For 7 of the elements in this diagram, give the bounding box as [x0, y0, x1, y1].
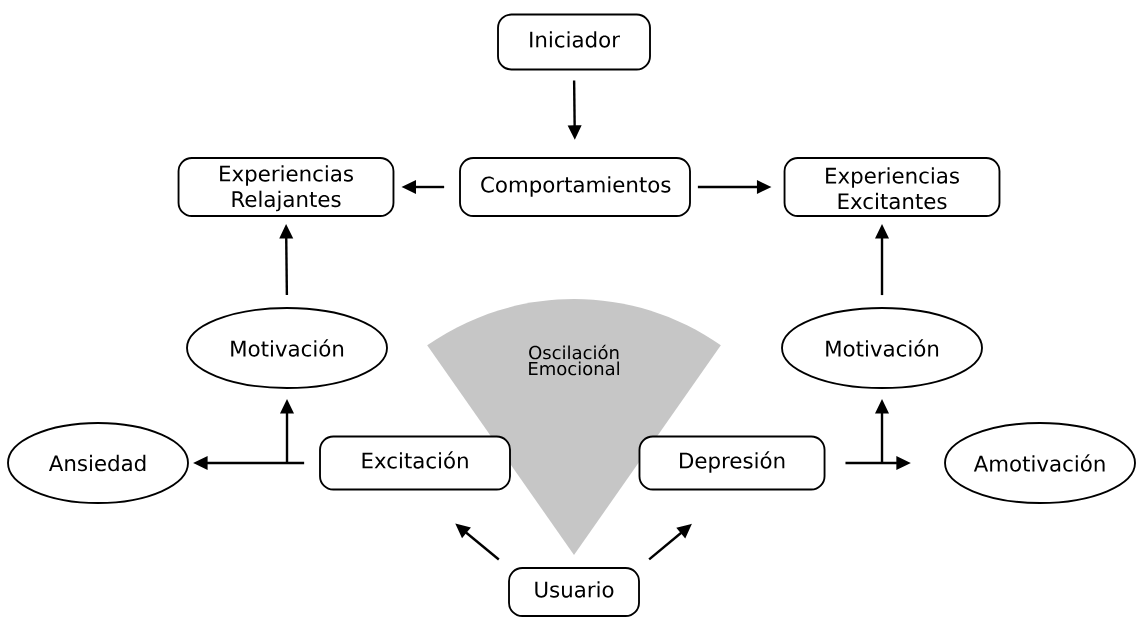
- rounded-box: Iniciador: [497, 13, 651, 71]
- rounded-box: Experiencias Excitantes: [783, 157, 1001, 217]
- rounded-box: Experiencias Relajantes: [177, 157, 395, 217]
- rounded-box: Comportamientos: [459, 157, 691, 217]
- rounded-box: Usuario: [508, 567, 640, 617]
- rounded-box: Excitación: [319, 435, 511, 491]
- rounded-box: Depresión: [638, 435, 826, 491]
